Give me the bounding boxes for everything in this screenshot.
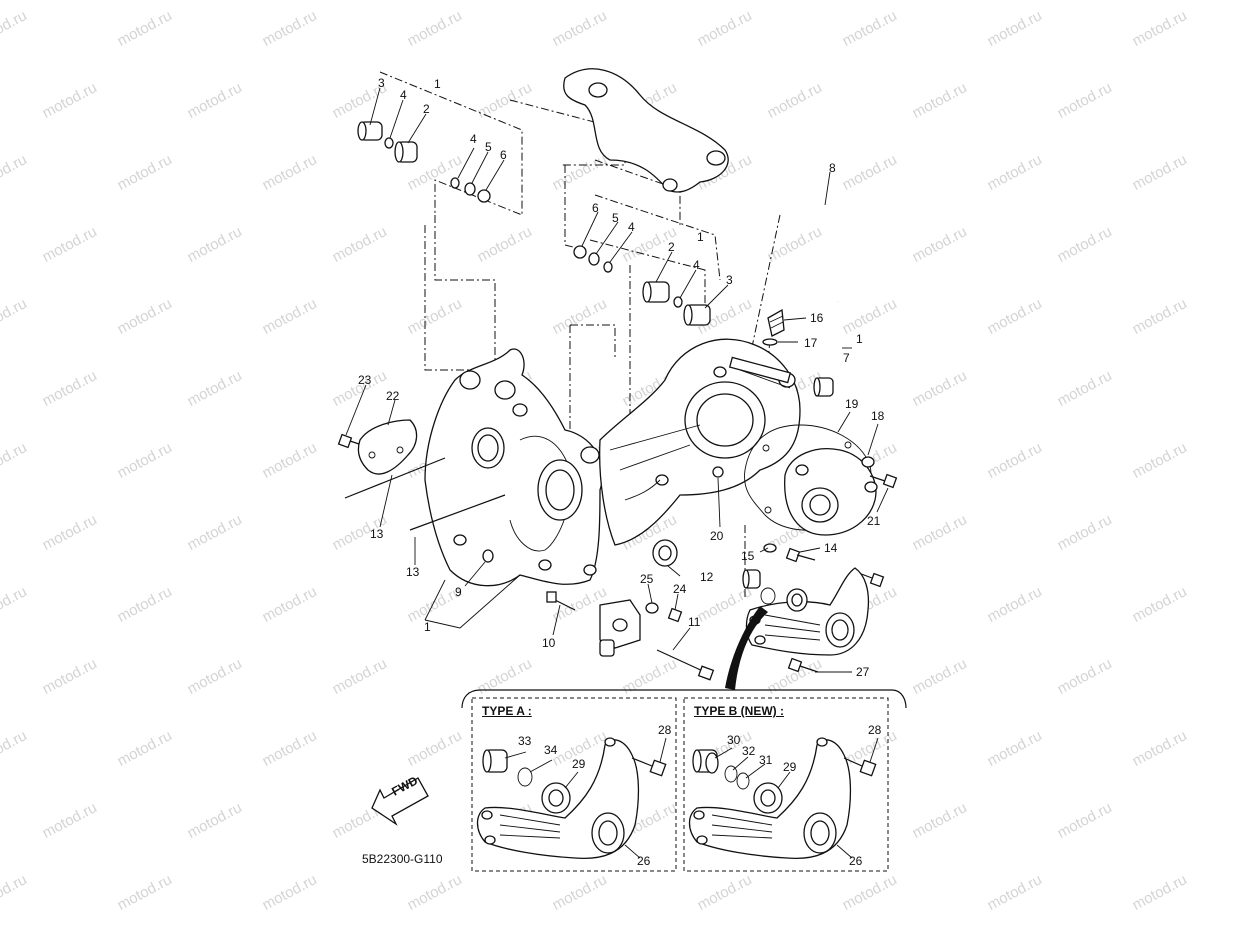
callout-30: 30 [727,733,741,747]
callout-2: 2 [668,240,675,254]
mount-bushings [742,569,808,612]
callout-5: 5 [612,211,619,225]
type-a-title: TYPE A : [482,704,532,718]
callout-22: 22 [386,389,400,403]
callout-20: 20 [710,529,724,543]
callout-28: 28 [868,723,882,737]
oil-seal [652,539,678,567]
callout-21: 21 [867,514,881,528]
callout-29: 29 [783,760,797,774]
callout-26: 26 [849,854,863,868]
callout-4: 4 [628,220,635,234]
callout-6: 6 [500,148,507,162]
cam-tensioner [599,599,683,657]
callout-7: 7 [843,351,850,365]
assembly-guide-lines [379,71,781,600]
callout-1: 1 [697,230,704,244]
callout-6: 6 [592,201,599,215]
detail-arrow [725,606,768,690]
callout-5: 5 [485,140,492,154]
callout-3: 3 [378,76,385,90]
callout-2: 2 [423,102,430,116]
callout-9: 9 [455,585,462,599]
callout-32: 32 [742,744,756,758]
callout-33: 33 [518,734,532,748]
callout-18: 18 [871,409,885,423]
left-crankcase [424,348,604,587]
breather-hose [789,201,842,305]
heat-shield-plate [357,419,418,475]
callout-27: 27 [856,665,870,679]
callout-1: 1 [434,77,441,91]
callout-14: 14 [824,541,838,555]
leader-lines [345,87,889,673]
engine-bracket-plate [563,68,729,193]
callout-1: 1 [856,332,863,346]
callout-11: 11 [688,615,701,629]
callout-28: 28 [658,723,672,737]
collar [813,377,834,397]
callout-16: 16 [810,311,824,325]
type-a-detail [476,737,667,860]
callout-29: 29 [572,757,586,771]
callout-8: 8 [829,161,836,175]
bolts-right [763,473,898,673]
callout-31: 31 [759,753,773,767]
callout-4: 4 [400,88,407,102]
drain-plug [762,308,785,346]
callout-13: 13 [406,565,420,579]
callout-25: 25 [640,572,654,586]
type-b-title: TYPE B (NEW) : [694,704,784,718]
diagram-code: 5B22300-G110 [362,852,443,866]
callout-13: 13 [370,527,384,541]
callout-12: 12 [700,570,714,584]
callout-4: 4 [470,132,477,146]
callout-19: 19 [845,397,859,411]
callout-10: 10 [542,636,556,650]
bushing-set-center [573,245,711,326]
detail-panels-frame [461,689,907,872]
bushing-set-left [357,121,491,203]
callout-24: 24 [673,582,687,596]
right-crankcase [599,338,801,546]
callout-23: 23 [358,373,372,387]
crankcase-cover [784,448,878,536]
fwd-arrow-icon [371,777,429,826]
callout-15: 15 [741,549,755,563]
callout-4: 4 [693,258,700,272]
callout-34: 34 [544,743,558,757]
callout-3: 3 [726,273,733,287]
type-b-detail [688,737,879,860]
callout-1: 1 [424,620,431,634]
callout-26: 26 [637,854,651,868]
callout-17: 17 [804,336,818,350]
